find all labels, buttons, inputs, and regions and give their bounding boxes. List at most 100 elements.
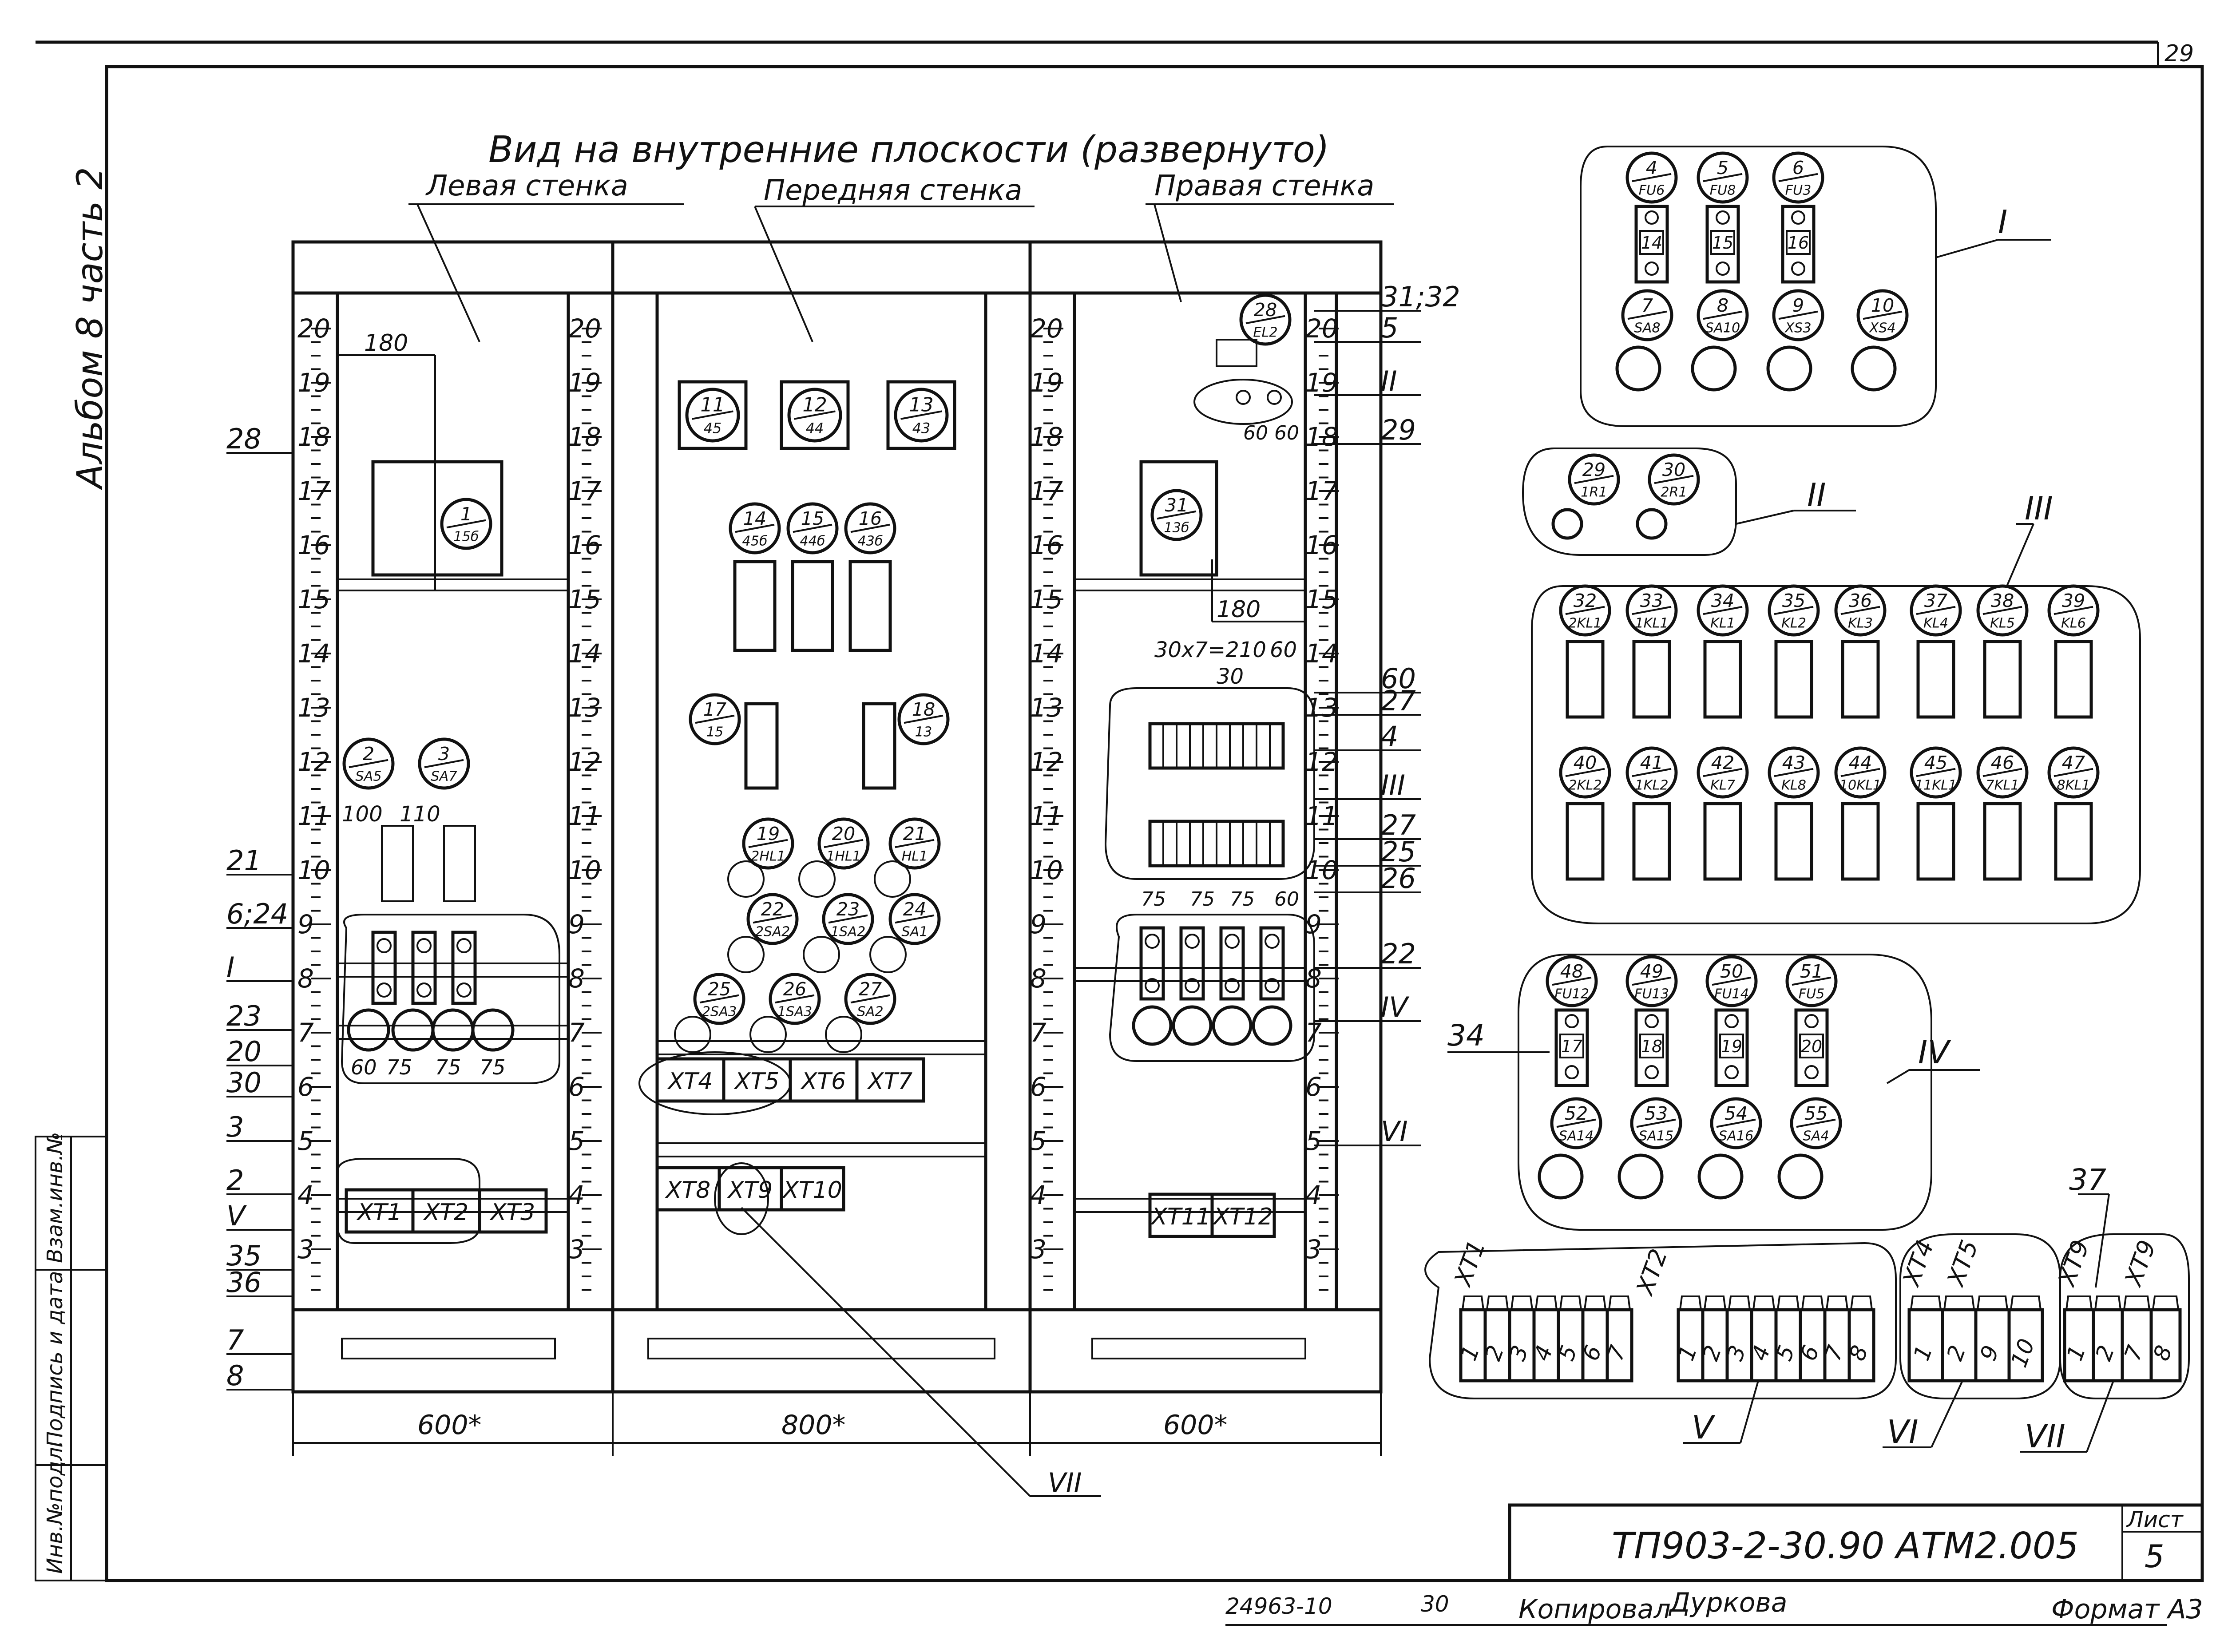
detail-III: 322KL1402KL2331KL1411KL234KL142KL735KL24… — [1559, 584, 2100, 881]
front-relay-2-num: 15 — [801, 508, 825, 529]
front-relay-3-num: 16 — [859, 508, 882, 529]
callout-left-3: 6;24 — [226, 898, 288, 930]
detail-VII-strip-terminal-4 — [2149, 1308, 2182, 1383]
ruler-b-tick-13: 13 — [568, 693, 601, 723]
xt-right-label-2: XT12 — [1212, 1204, 1273, 1230]
callout-right-6: 4 — [1381, 720, 1398, 753]
detail-VI-strip-terminal-label-1: 1 — [1908, 1342, 1937, 1364]
front-wall-label: Передняя стенка — [764, 174, 1023, 207]
left-wall-lamp-row — [347, 1008, 515, 1052]
left-lamp-4 — [471, 1008, 515, 1052]
sheet-frame: 29 — [36, 40, 2204, 1582]
ruler-b-tick-6: 6 — [568, 1072, 585, 1102]
detail-I-switch-1 — [1615, 345, 1661, 392]
detail-IV-fuse-3: 19 — [1714, 1008, 1749, 1087]
device-box-right — [1139, 460, 1218, 577]
callout-left-6: 20 — [226, 1035, 262, 1068]
dim-60-left: 60 — [351, 1055, 377, 1079]
detail-IV-fuse-4: 20 — [1794, 1008, 1829, 1087]
ruler-d-tick-3: 3 — [1305, 1234, 1322, 1264]
ruler-a-tick-4: 4 — [297, 1180, 314, 1210]
dim-60-top: 60 — [1270, 638, 1297, 662]
front-lamp-3-num: 21 — [903, 823, 927, 844]
front-lamp-lens-1 — [727, 860, 765, 898]
detail-III-label: III — [2025, 490, 2053, 527]
detail-III-r1-relay-1 — [1566, 640, 1605, 719]
detail-III-r2-badge-3-num: 42 — [1711, 752, 1735, 773]
detail-III-r1-relay-5 — [1841, 640, 1880, 719]
dim-60-right-c: 60 — [1274, 888, 1299, 911]
left-fuse-2 — [411, 931, 437, 1005]
ruler-d-tick-12: 12 — [1305, 747, 1338, 777]
dim-180-left: 180 — [364, 330, 408, 357]
ruler-c-tick-5: 5 — [1030, 1126, 1047, 1156]
title-block: ТП903-2-30.90 АТМ2.005 Лист 5 — [1508, 1503, 2204, 1582]
device-3-num: 3 — [438, 743, 450, 765]
detail-III-r1-badge-1-code: 2KL1 — [1568, 616, 1602, 631]
detail-I-switch-badge-4-num: 10 — [1871, 295, 1895, 316]
ruler-a-tick-18: 18 — [297, 422, 330, 452]
dim-100: 100 — [342, 802, 383, 827]
front-relay-5-num: 18 — [912, 699, 936, 720]
detail-IV-fuse-1: 17 — [1554, 1008, 1589, 1087]
ruler-a-tick-11: 11 — [297, 801, 330, 831]
device-2-code: SA5 — [355, 769, 381, 784]
detail-III-r2-badge-5-code: 10KL1 — [1839, 778, 1881, 793]
detail-III-r2-relay-2 — [1632, 802, 1671, 881]
detail-II-item-1-code: 1R1 — [1581, 485, 1607, 500]
detail-II-item-1-num: 29 — [1582, 459, 1606, 480]
detail-VII-block-a: XT9 — [2052, 1236, 2095, 1291]
ruler-b-tick-4: 4 — [568, 1180, 585, 1210]
front-relay-body-1 — [733, 560, 777, 652]
detail-I-fuse-badge-3-code: FU3 — [1785, 183, 1812, 198]
xt-front-bottom-label-2: XT9 — [727, 1177, 773, 1204]
detail-VI-strip-terminal-label-4: 10 — [2006, 1335, 2040, 1371]
ruler-d-tick-4: 4 — [1305, 1180, 1322, 1210]
detail-VI-block-a: XT4 — [1897, 1236, 1939, 1291]
detail-IV-switch-3 — [1697, 1153, 1744, 1200]
callout-right-2: 5 — [1381, 312, 1398, 344]
stamp-vzam-inv: Взам.инв.№ — [43, 1132, 67, 1263]
detail-III-r1-badge-7-code: KL5 — [1990, 616, 2015, 631]
detail-III-r1-badge-5-num: 36 — [1849, 590, 1872, 611]
detail-III-r2-badge-8-num: 47 — [2062, 752, 2085, 773]
ruler-c-tick-10: 10 — [1030, 855, 1063, 885]
device-1-code: 15б — [453, 529, 479, 545]
front-lamp-1-num: 19 — [757, 823, 780, 844]
callout-right-12: IV — [1381, 991, 1410, 1023]
detail-III-r2-relay-1 — [1566, 802, 1605, 881]
title-block-sheet-number: 5 — [2145, 1538, 2164, 1575]
front-relay-5-code: 13 — [915, 725, 932, 740]
cabinet-elevation — [291, 240, 1383, 1456]
detail-IV-switch-4 — [1777, 1153, 1824, 1200]
detail-III-r2-relay-4 — [1774, 802, 1813, 881]
detail-III-r1-badge-8-code: KL6 — [2061, 616, 2086, 631]
ruler-d-tick-17: 17 — [1305, 476, 1338, 506]
